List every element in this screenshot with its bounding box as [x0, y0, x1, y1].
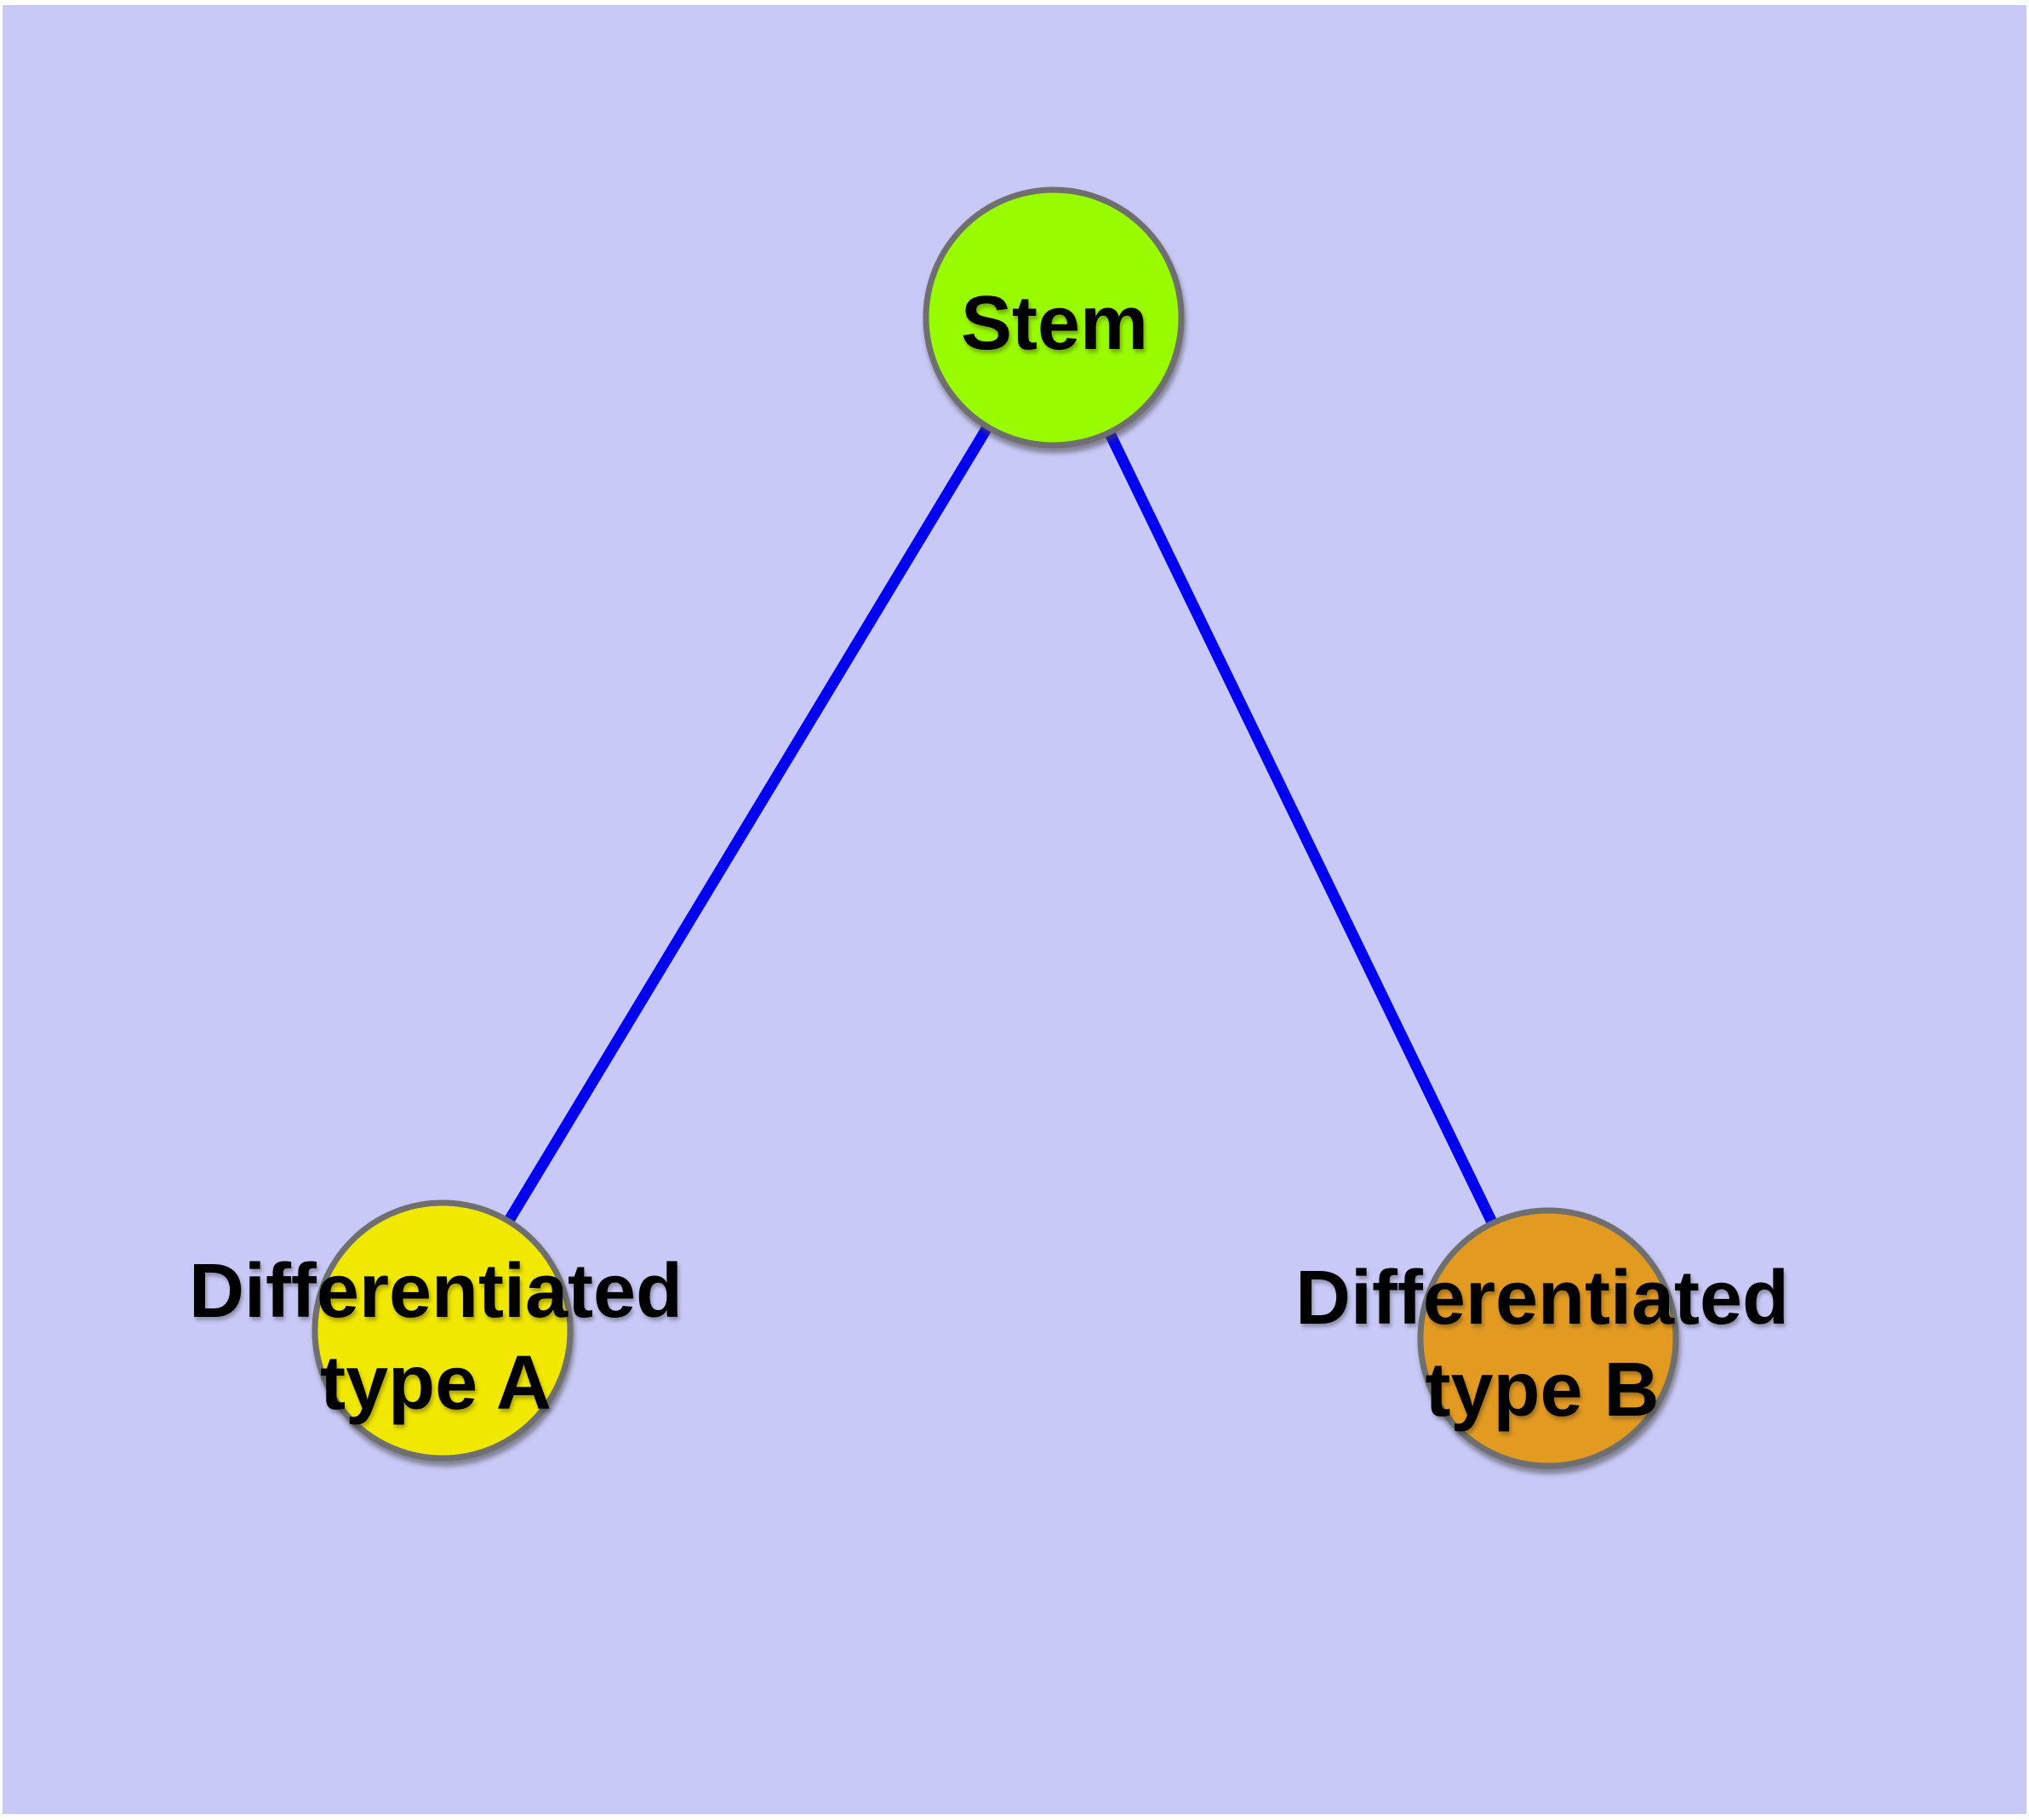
stem-node-label: Stem — [961, 281, 1148, 366]
edge-layer — [437, 314, 1553, 1341]
node-stem[interactable]: Stem — [923, 186, 1185, 449]
node-differentiated-type-a[interactable]: Differentiated type A — [189, 1199, 683, 1462]
type-a-node-circle[interactable] — [311, 1199, 574, 1462]
type-b-node-circle[interactable] — [1417, 1207, 1679, 1469]
node-differentiated-type-b[interactable]: Differentiated type B — [1295, 1207, 1789, 1469]
type-b-node-label-line2: type B — [1425, 1348, 1659, 1433]
type-a-node-label-line1: Differentiated — [189, 1249, 683, 1334]
edge-stem-to-type-b — [1049, 315, 1553, 1341]
type-b-node-label-line1: Differentiated — [1295, 1256, 1789, 1341]
type-a-node-label-line2: type A — [320, 1341, 552, 1426]
stem-node-circle[interactable] — [923, 186, 1185, 449]
edge-stem-to-type-a — [437, 314, 1059, 1334]
